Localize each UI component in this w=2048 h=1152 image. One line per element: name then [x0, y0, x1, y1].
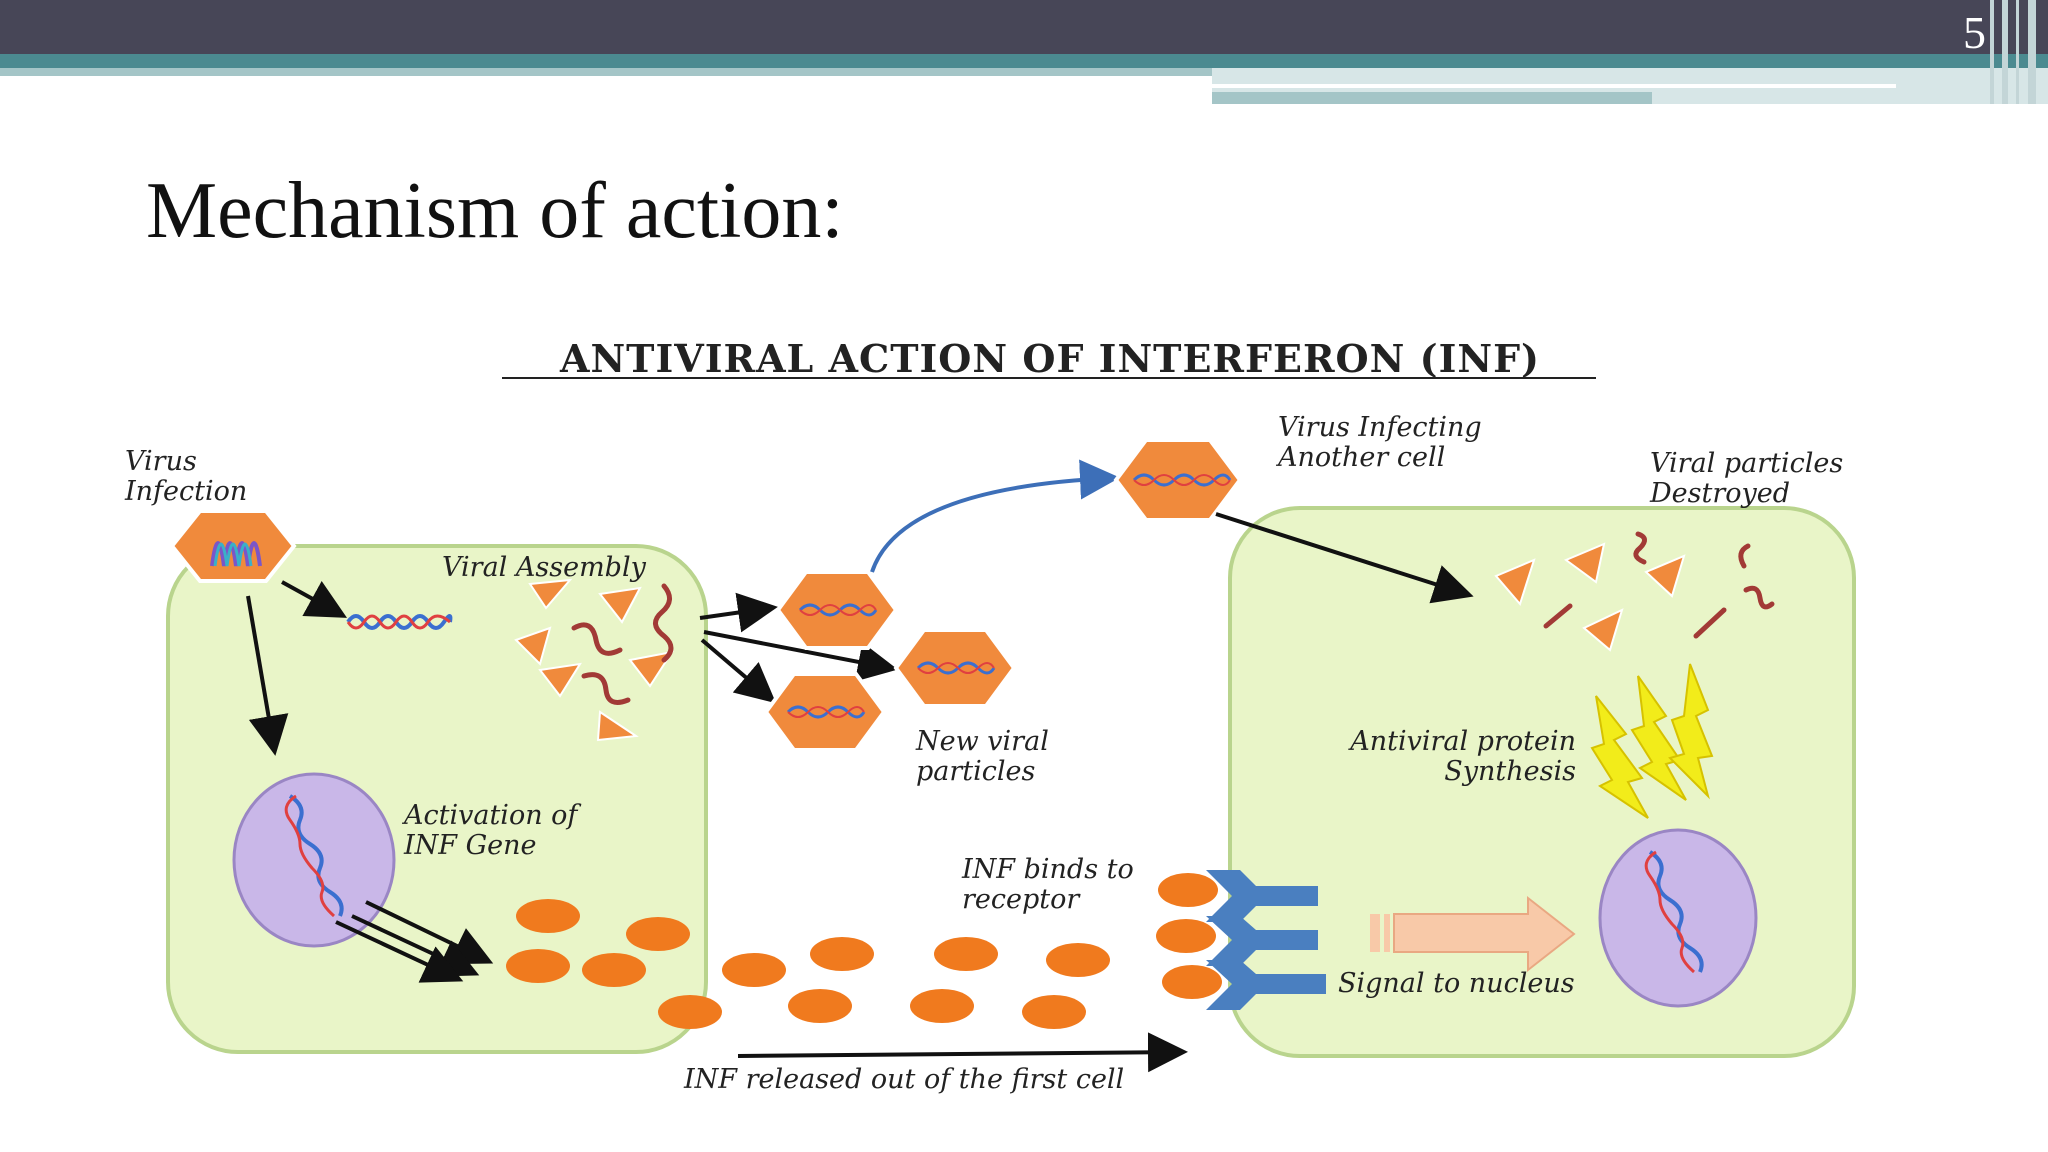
new-virus-icon: [775, 570, 899, 650]
slide-number: 5: [1963, 7, 1986, 58]
label-infecting-2: Another cell: [1275, 442, 1445, 473]
label-activation-2: INF Gene: [403, 830, 537, 861]
viral-assembly-icon: [514, 578, 675, 742]
arrow: [699, 592, 778, 633]
arrow: [700, 638, 777, 704]
header-band-right-accent: [1212, 92, 1652, 104]
destroyed-particles-icon: [1494, 531, 1775, 652]
arrow: [246, 595, 289, 756]
nucleus-icon: [232, 772, 396, 948]
antiviral-protein-icon: [1590, 663, 1714, 819]
header-stripe: [1990, 0, 1994, 104]
label-virus-infection-1: Virus: [125, 446, 197, 477]
header-band-light: [0, 68, 1212, 76]
header-band: [0, 54, 2048, 68]
header-stripe: [2016, 0, 2019, 104]
label-binds-2: receptor: [962, 884, 1081, 915]
label-destroyed-2: Destroyed: [1649, 478, 1790, 509]
arrow: [281, 580, 348, 618]
diagram-title: ANTIVIRAL ACTION OF INTERFERON (INF): [559, 336, 1540, 381]
label-new-viral-2: particles: [916, 756, 1035, 787]
label-released: INF released out of the first cell: [683, 1064, 1124, 1095]
label-virus-infection-2: Infection: [124, 476, 247, 507]
label-activation-1: Activation of: [401, 800, 581, 831]
arrow: [335, 920, 464, 983]
header-band-line: [1212, 84, 1896, 88]
label-antiviral-1: Antiviral protein: [1347, 726, 1576, 757]
signal-arrow-icon: [1370, 895, 1576, 973]
viral-dna-icon: [346, 614, 453, 630]
virus-icon: [169, 509, 297, 583]
arrow: [737, 1032, 1188, 1073]
arrow: [703, 630, 898, 682]
label-new-viral-1: New viral: [915, 726, 1049, 757]
label-infecting-1: Virus Infecting: [1278, 412, 1482, 443]
header-stripe: [2028, 0, 2036, 104]
label-viral-assembly: Viral Assembly: [442, 552, 647, 583]
curved-arrow: [870, 459, 1120, 573]
new-virus-icon: [763, 672, 887, 752]
slide-title: Mechanism of action:: [146, 167, 844, 255]
nucleus-icon: [1598, 828, 1758, 1008]
header-bar: [0, 0, 2048, 54]
arrow: [1215, 512, 1474, 604]
infecting-virus-icon: [1113, 438, 1243, 522]
label-antiviral-2: Synthesis: [1444, 756, 1576, 787]
interferon-molecules: [506, 873, 1222, 1029]
label-destroyed-1: Viral particles: [1650, 448, 1843, 479]
header-stripe: [2002, 0, 2008, 104]
new-virus-icon: [893, 628, 1017, 708]
label-signal: Signal to nucleus: [1338, 968, 1575, 999]
receptor-icon: [1206, 870, 1326, 1010]
label-binds-1: INF binds to: [961, 854, 1134, 885]
